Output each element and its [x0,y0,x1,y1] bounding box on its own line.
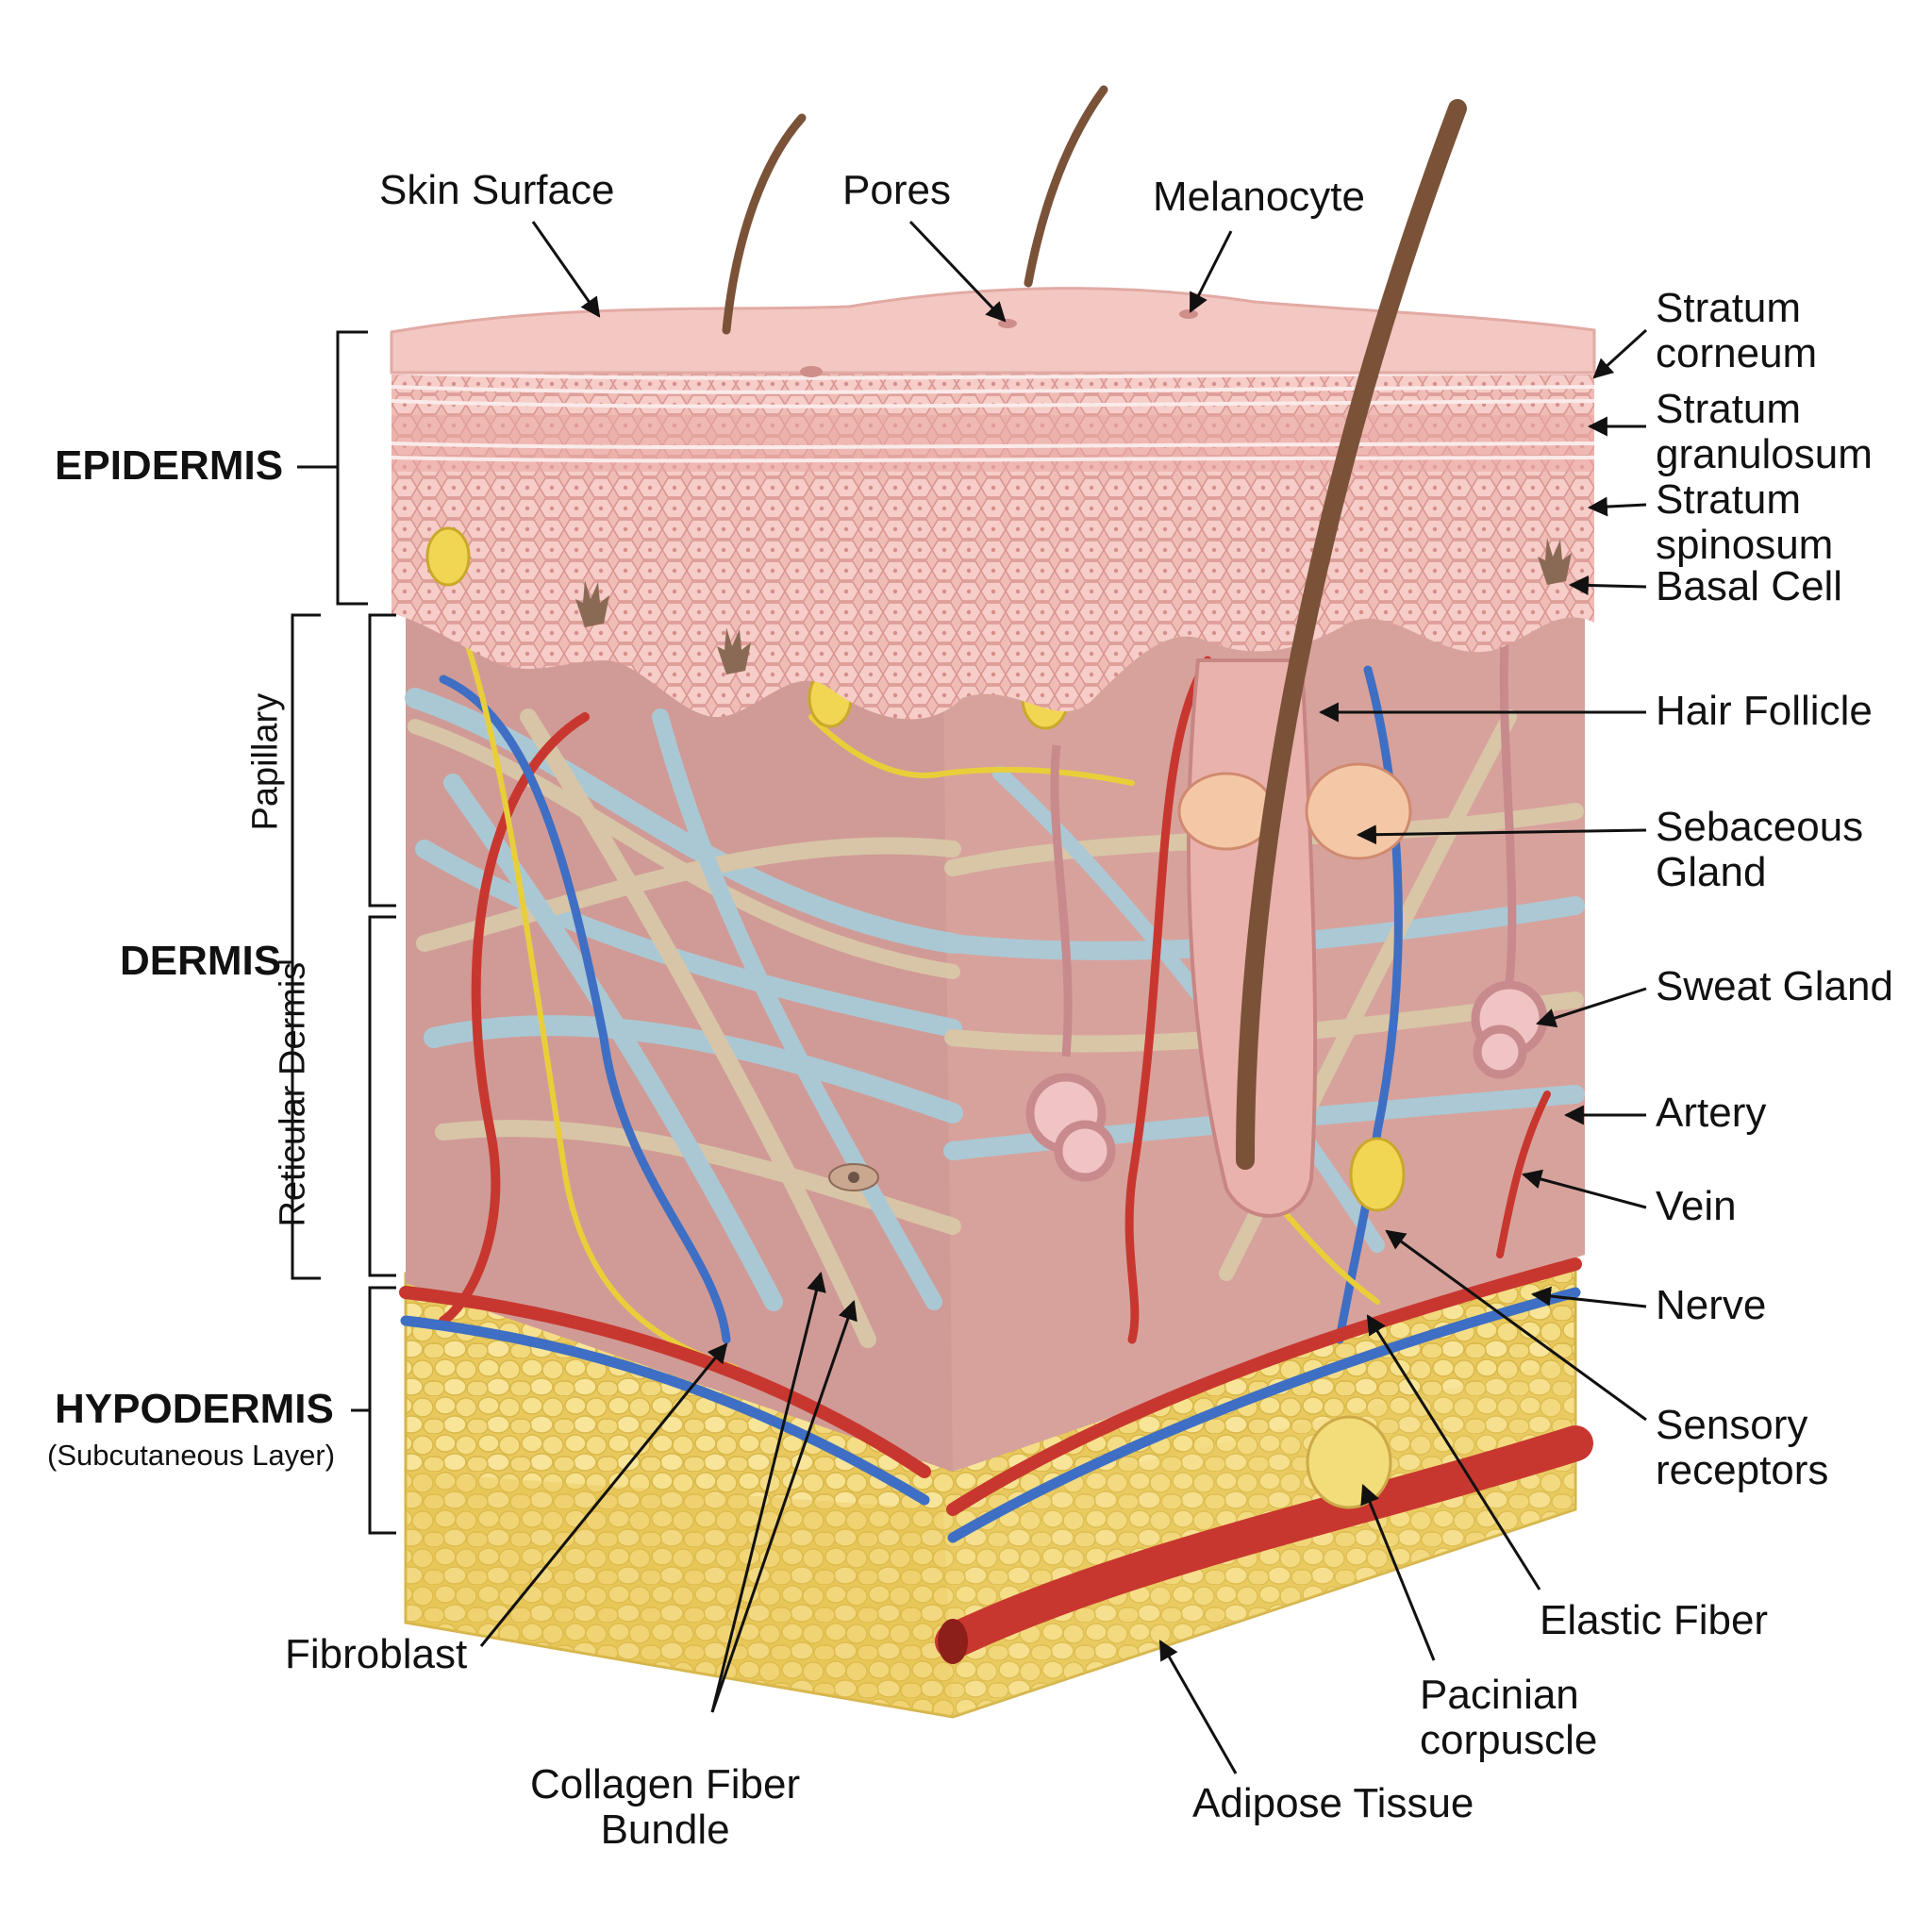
hypodermis-vessels [399,1257,1593,1664]
dermis-block [405,601,1585,1472]
melanocytes [575,538,1572,675]
epidermis-block [390,287,1596,720]
fibroblast-cell [828,1163,879,1191]
blood-vessels [439,656,1551,1344]
sweat-gland-coils [1025,641,1548,1182]
stratum-lines [391,371,1595,463]
pacinian-corpuscle-shape [1306,1415,1392,1509]
callout-arrows [479,220,1648,1774]
layer-brackets [278,330,396,1535]
hair-shafts [722,85,1467,1170]
merkel-receptor [425,526,471,587]
